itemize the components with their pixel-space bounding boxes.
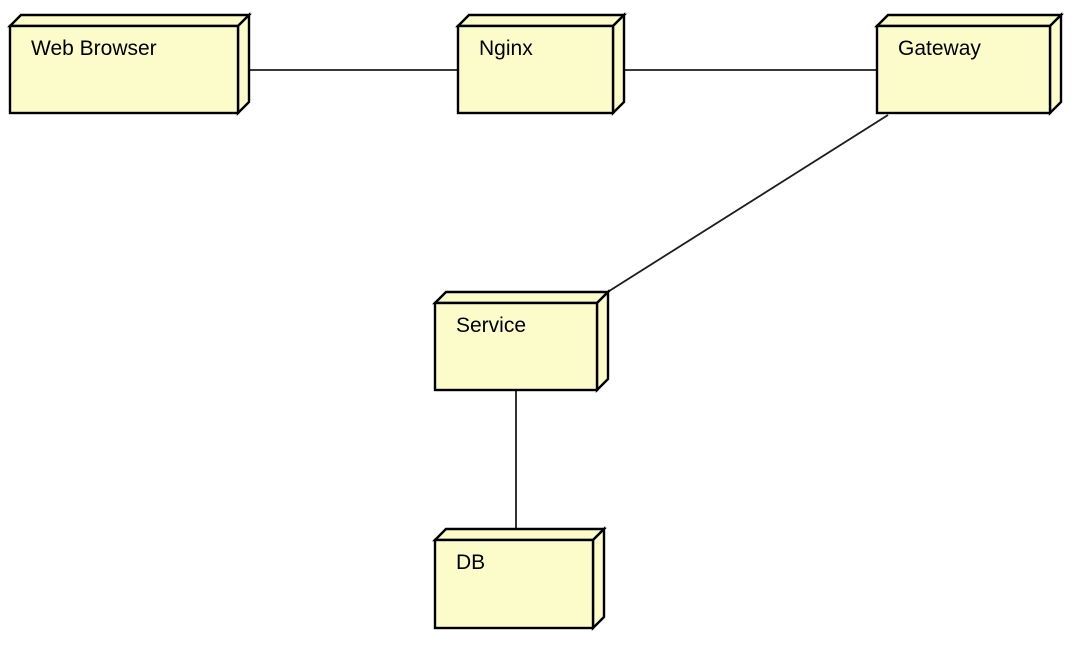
- node-right-face: [611, 12, 626, 116]
- node-top-face: [432, 527, 607, 542]
- node-top-face: [455, 13, 627, 28]
- node-front-face: [433, 301, 599, 392]
- node-label-gateway: Gateway: [898, 37, 981, 60]
- node-3d-box: [432, 289, 611, 393]
- node-right-face: [595, 289, 610, 393]
- node-3d-box: [455, 12, 627, 116]
- node-gateway: Gateway: [874, 12, 1064, 116]
- node-top-face: [7, 13, 252, 28]
- node-label-service: Service: [456, 314, 527, 337]
- node-right-face: [591, 526, 606, 631]
- node-web-browser: Web Browser: [7, 12, 252, 116]
- node-nginx: Nginx: [455, 12, 627, 116]
- node-right-face: [236, 12, 251, 116]
- node-front-face: [875, 24, 1052, 115]
- node-front-face: [456, 24, 615, 115]
- node-top-face: [432, 290, 611, 305]
- node-label-db: DB: [456, 551, 486, 574]
- node-db: DB: [432, 526, 607, 631]
- node-front-face: [8, 24, 240, 115]
- node-right-face: [1048, 12, 1063, 116]
- node-3d-box: [432, 526, 607, 631]
- node-service: Service: [432, 289, 611, 393]
- node-3d-box: [874, 12, 1064, 116]
- node-top-face: [874, 13, 1064, 28]
- node-label-nginx: Nginx: [479, 37, 533, 60]
- node-front-face: [433, 538, 595, 630]
- node-3d-box: [7, 12, 252, 116]
- edge-gateway-service: [605, 114, 889, 294]
- node-label-web-browser: Web Browser: [31, 37, 157, 60]
